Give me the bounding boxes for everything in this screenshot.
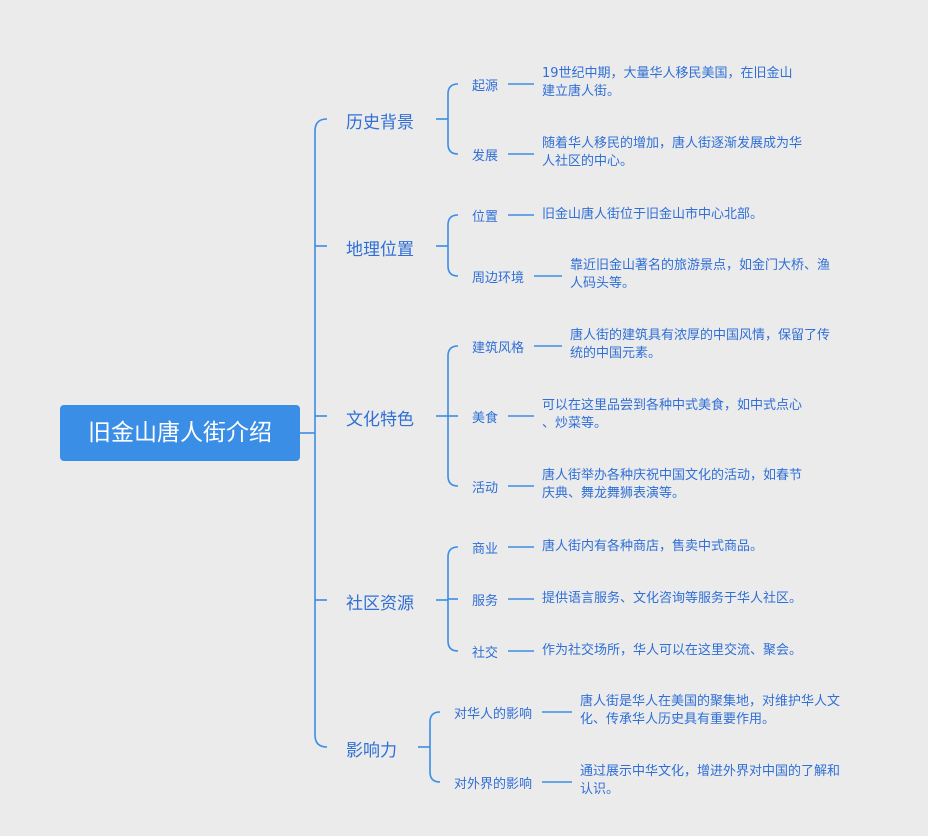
leaf-node[interactable]: 位置 bbox=[472, 210, 499, 225]
leaf-description: 唐人街的建筑具有浓厚的中国风情，保留了传统的中国元素。 bbox=[570, 327, 830, 363]
description-line: 唐人街的建筑具有浓厚的中国风情，保留了传 bbox=[570, 328, 831, 343]
leaf-node[interactable]: 周边环境 bbox=[472, 271, 525, 286]
leaf-description: 通过展示中华文化，增进外界对中国的了解和认识。 bbox=[580, 763, 840, 799]
root-node[interactable]: 旧金山唐人街介绍 bbox=[60, 405, 300, 461]
description-line: 19世纪中期，大量华人移民美国，在旧金山 bbox=[542, 66, 793, 81]
leaf-node[interactable]: 起源 bbox=[472, 79, 499, 94]
leaf-node[interactable]: 建筑风格 bbox=[472, 341, 525, 356]
description-line: 庆典、舞龙舞狮表演等。 bbox=[542, 486, 686, 501]
description-line: 统的中国元素。 bbox=[570, 346, 662, 361]
leaf-node[interactable]: 社交 bbox=[472, 646, 499, 661]
description-line: 靠近旧金山著名的旅游景点，如金门大桥、渔 bbox=[570, 258, 831, 273]
description-line: 建立唐人街。 bbox=[542, 84, 621, 99]
description-line: 认识。 bbox=[580, 782, 620, 797]
leaf-description: 随着华人移民的增加，唐人街逐渐发展成为华人社区的中心。 bbox=[542, 135, 802, 171]
branch-spine bbox=[314, 118, 328, 748]
leaf-node[interactable]: 服务 bbox=[472, 594, 499, 609]
description-line: 旧金山唐人街位于旧金山市中心北部。 bbox=[542, 207, 764, 222]
leaf-description: 可以在这里品尝到各种中式美食，如中式点心、炒菜等。 bbox=[542, 397, 802, 433]
leaf-node[interactable]: 对华人的影响 bbox=[454, 707, 533, 722]
branch-node[interactable]: 地理位置 bbox=[346, 240, 414, 260]
branch-node[interactable]: 社区资源 bbox=[346, 594, 414, 614]
leaf-node[interactable]: 美食 bbox=[472, 411, 499, 426]
branch-node[interactable]: 文化特色 bbox=[346, 410, 414, 430]
description-line: 人社区的中心。 bbox=[542, 154, 634, 169]
description-line: 、炒菜等。 bbox=[542, 416, 608, 431]
leaf-node[interactable]: 活动 bbox=[472, 481, 499, 496]
leaf-node[interactable]: 对外界的影响 bbox=[454, 777, 533, 792]
description-line: 唐人街内有各种商店，售卖中式商品。 bbox=[542, 539, 764, 554]
description-line: 通过展示中华文化，增进外界对中国的了解和 bbox=[580, 764, 841, 779]
leaf-description: 靠近旧金山著名的旅游景点，如金门大桥、渔人码头等。 bbox=[570, 257, 830, 293]
leaf-description: 唐人街内有各种商店，售卖中式商品。 bbox=[542, 538, 763, 556]
leaf-description: 唐人街举办各种庆祝中国文化的活动，如春节庆典、舞龙舞狮表演等。 bbox=[542, 467, 802, 503]
leaf-spine bbox=[447, 214, 459, 277]
leaf-description: 作为社交场所，华人可以在这里交流、聚会。 bbox=[542, 642, 802, 660]
description-line: 可以在这里品尝到各种中式美食，如中式点心 bbox=[542, 398, 803, 413]
description-line: 提供语言服务、文化咨询等服务于华人社区。 bbox=[542, 591, 803, 606]
description-line: 作为社交场所，华人可以在这里交流、聚会。 bbox=[542, 643, 803, 658]
description-line: 化、传承华人历史具有重要作用。 bbox=[580, 712, 776, 727]
leaf-spine bbox=[447, 83, 459, 155]
description-line: 唐人街举办各种庆祝中国文化的活动，如春节 bbox=[542, 468, 803, 483]
description-line: 人码头等。 bbox=[570, 276, 636, 291]
leaf-node[interactable]: 发展 bbox=[472, 149, 499, 164]
leaf-spine bbox=[429, 711, 441, 783]
branch-node[interactable]: 历史背景 bbox=[346, 113, 414, 133]
leaf-description: 提供语言服务、文化咨询等服务于华人社区。 bbox=[542, 590, 802, 608]
description-line: 唐人街是华人在美国的聚集地，对维护华人文 bbox=[580, 694, 841, 709]
branch-node[interactable]: 影响力 bbox=[346, 741, 397, 761]
leaf-description: 唐人街是华人在美国的聚集地，对维护华人文化、传承华人历史具有重要作用。 bbox=[580, 693, 840, 729]
description-line: 随着华人移民的增加，唐人街逐渐发展成为华 bbox=[542, 136, 803, 151]
leaf-description: 旧金山唐人街位于旧金山市中心北部。 bbox=[542, 206, 763, 224]
leaf-description: 19世纪中期，大量华人移民美国，在旧金山建立唐人街。 bbox=[542, 65, 793, 101]
leaf-node[interactable]: 商业 bbox=[472, 542, 499, 557]
